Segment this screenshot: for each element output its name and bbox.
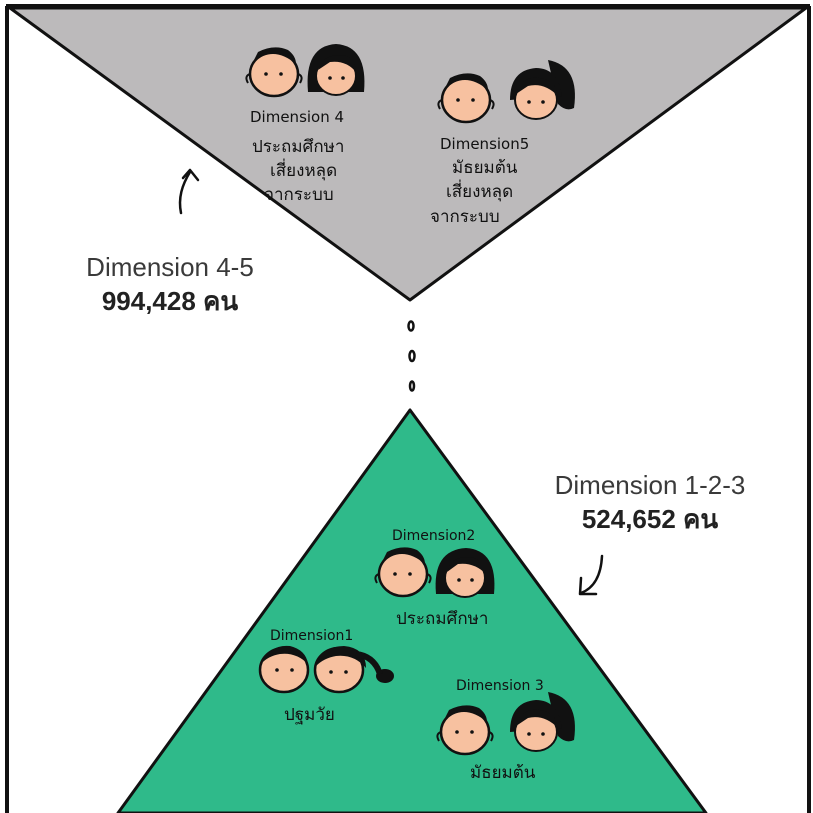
dimension3-label: Dimension 3 [456, 678, 544, 694]
dimension1-label: Dimension1 [270, 628, 353, 644]
dimension3-boy-face-icon [436, 705, 494, 756]
dimension5-boy-face-icon [437, 73, 495, 124]
dimension5-line3: จากระบบ [430, 207, 500, 227]
dimension5-line1: มัธยมต้น [452, 158, 518, 178]
dimension1-girl-face-icon [313, 646, 394, 694]
dimension5-line2: เสี่ยงหลุด [446, 179, 513, 202]
upper-group-title: Dimension 4-5 [86, 252, 254, 282]
dimension4-label: Dimension 4 [250, 108, 344, 126]
lower-group-label: Dimension 1-2-3 524,652 คน [530, 468, 770, 536]
arrow-up-icon [178, 168, 200, 215]
dimension4-girl-face-icon [307, 44, 365, 96]
drip-icon [407, 320, 416, 392]
dimension2-boy-face-icon [374, 547, 432, 598]
dimension1-line1: ปฐมวัย [284, 705, 335, 725]
upper-group-label: Dimension 4-5 994,428 คน [60, 250, 280, 318]
dimension3-line1: มัธยมต้น [470, 763, 536, 783]
dimension5-girl-face-icon [510, 60, 575, 120]
arrow-down-icon [578, 554, 604, 596]
dimension5-label: Dimension5 [440, 135, 529, 153]
upper-group-count: 994,428 คน [101, 286, 239, 316]
dimension4-line1: ประถมศึกษา [252, 137, 344, 157]
dimension4-boy-face-icon [245, 47, 303, 98]
dimension3-girl-face-icon [510, 692, 575, 752]
dimension2-girl-face-icon [435, 548, 495, 598]
dimension2-label: Dimension2 [392, 528, 475, 544]
dimension1-child-face-icon [258, 645, 310, 694]
dimension4-line2: เสี่ยงหลุด [270, 158, 337, 181]
upper-triangle [8, 6, 808, 302]
lower-group-title: Dimension 1-2-3 [554, 470, 746, 500]
lower-group-count: 524,652 คน [581, 504, 719, 534]
dimension2-line1: ประถมศึกษา [396, 609, 488, 629]
dimension4-line3: จากระบบ [264, 185, 334, 205]
